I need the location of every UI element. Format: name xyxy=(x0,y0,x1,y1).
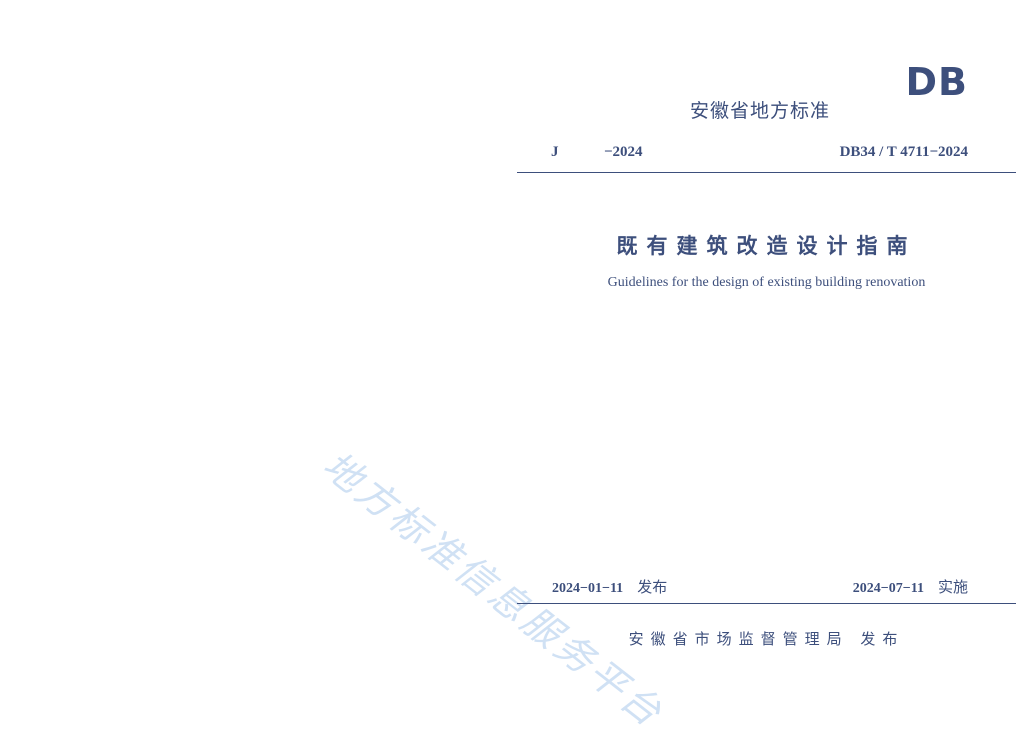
publish-label: 发布 xyxy=(637,578,668,596)
j-year: −2024 xyxy=(604,144,643,160)
top-rule xyxy=(517,172,1016,173)
implement-date-line: 2024−07−11 实施 xyxy=(853,576,968,597)
bottom-rule xyxy=(517,603,1016,604)
j-code: J xyxy=(551,144,559,160)
standard-code: DB34 / T 4711−2024 xyxy=(839,144,968,160)
issuer: 安徽省市场监督管理局 发布 xyxy=(628,630,905,648)
title-english: Guidelines for the design of existing bu… xyxy=(607,275,926,290)
implement-date: 2024−07−11 xyxy=(852,581,924,596)
publish-date: 2024−01−11 xyxy=(552,581,624,596)
implement-label: 实施 xyxy=(937,578,968,596)
standard-type: 安徽省地方标准 xyxy=(690,100,831,122)
db-logo: DB xyxy=(905,60,968,104)
publish-date-line: 2024−01−11 发布 xyxy=(552,576,667,597)
title-chinese: 既有建筑改造设计指南 xyxy=(616,233,917,258)
